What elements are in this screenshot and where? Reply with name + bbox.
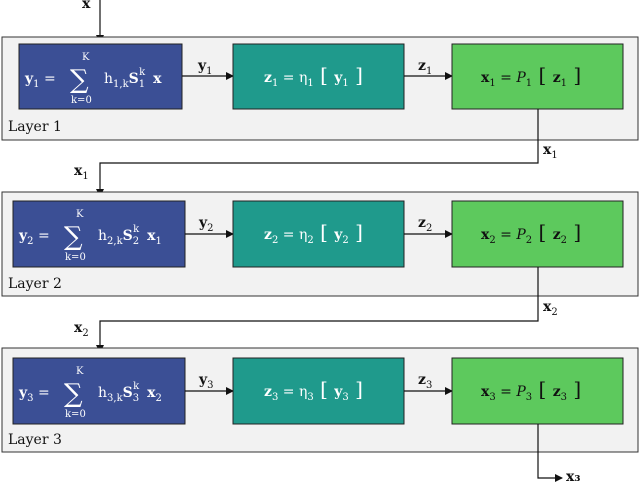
sum-symbol-3: ∑ xyxy=(64,379,83,409)
sum-bottom-1: k=0 xyxy=(71,95,92,106)
sum-top-1: K xyxy=(82,52,90,63)
arrow-label-z-2: z2 xyxy=(418,215,432,234)
sum-bottom-3: k=0 xyxy=(65,409,86,420)
pool-box-2 xyxy=(451,200,624,268)
connector-1-2 xyxy=(96,109,539,197)
filter-equation-2: y2 = xyxy=(18,228,50,247)
sum-symbol-1: ∑ xyxy=(70,65,89,95)
activation-box-3 xyxy=(232,357,405,425)
activation-equation-2: z2 = η2 [ y2 ] xyxy=(264,220,363,246)
pool-equation-2: x2 = P2 [ z2 ] xyxy=(481,220,581,246)
layer-1: Layer 1 y1 = ∑ K k=0 h1,kS1k x y1 z1 = η… xyxy=(1,36,639,141)
arrow-label-z-3: z3 xyxy=(418,372,432,391)
pool-box-3 xyxy=(451,357,624,425)
filter-box-1 xyxy=(18,43,183,110)
layer-2: Layer 2 y2 = ∑ K k=0 h2,kS2k x1 y2 z2 = … xyxy=(1,191,639,297)
layer-3-label: Layer 3 xyxy=(8,432,62,448)
arrow-label-z-1: z1 xyxy=(418,58,432,77)
filter-terms-3: h3,kS3k x2 xyxy=(98,381,162,404)
arrow-label-y-2: y2 xyxy=(198,215,214,234)
output-label: x₃ xyxy=(566,469,580,484)
activation-box-1 xyxy=(232,43,405,110)
sum-symbol-2: ∑ xyxy=(64,222,83,252)
pool-equation-1: x1 = P1 [ z1 ] xyxy=(481,63,581,89)
activation-box-2 xyxy=(232,200,405,268)
filter-box-3 xyxy=(12,357,186,425)
arrow-label-y-1: y1 xyxy=(197,58,213,77)
in-label-3: x2 xyxy=(74,320,89,339)
layer-3: Layer 3 y3 = ∑ K k=0 h3,kS3k x2 y3 z3 = … xyxy=(1,347,639,453)
input-label: x xyxy=(82,0,91,12)
filter-terms-2: h2,kS2k x1 xyxy=(98,224,162,247)
in-label-2: x1 xyxy=(74,163,89,182)
arrow-label-y-3: y3 xyxy=(198,372,214,391)
pool-box-1 xyxy=(451,43,624,110)
connector-2-3 xyxy=(96,267,539,353)
layer-1-label: Layer 1 xyxy=(8,119,62,135)
output-arrow xyxy=(537,424,563,482)
sum-top-2: K xyxy=(76,209,84,220)
out-label-2: x2 xyxy=(543,299,558,318)
filter-equation-3: y3 = xyxy=(18,385,50,404)
sum-bottom-2: k=0 xyxy=(65,252,86,263)
out-label-1: x1 xyxy=(543,142,558,161)
pool-equation-3: x3 = P3 [ z3 ] xyxy=(481,377,581,403)
filter-terms-1: h1,kS1k x xyxy=(104,67,162,90)
activation-equation-3: z3 = η3 [ y3 ] xyxy=(264,377,363,403)
layer-2-label: Layer 2 xyxy=(8,276,62,292)
filter-equation-1: y1 = xyxy=(24,71,56,90)
sum-top-3: K xyxy=(76,366,84,377)
activation-equation-1: z1 = η1 [ y1 ] xyxy=(264,63,363,89)
